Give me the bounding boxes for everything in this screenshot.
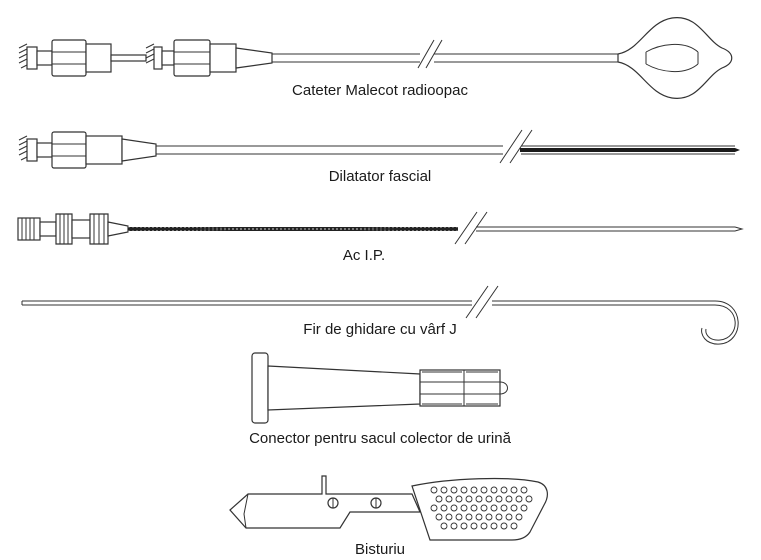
label-urine-bag-connector: Conector pentru sacul colector de urină: [249, 430, 511, 447]
thread-coil-1: [18, 43, 38, 70]
label-guidewire-j-tip: Fir de ghidare cu vârf J: [303, 321, 456, 338]
ip-needle: [17, 211, 744, 245]
label-ip-needle: Ac I.P.: [343, 247, 385, 264]
label-malecot-catheter: Cateter Malecot radioopac: [292, 82, 468, 99]
label-fascial-dilator: Dilatator fascial: [329, 168, 432, 185]
guidewire-j-tip: [21, 285, 739, 345]
scalpel: [229, 475, 548, 541]
fascial-dilator: [18, 129, 740, 169]
handle-grip-dots: [430, 486, 533, 530]
malecot-catheter: [18, 17, 733, 99]
label-scalpel: Bisturiu: [355, 541, 405, 558]
urine-bag-connector: [251, 352, 508, 424]
